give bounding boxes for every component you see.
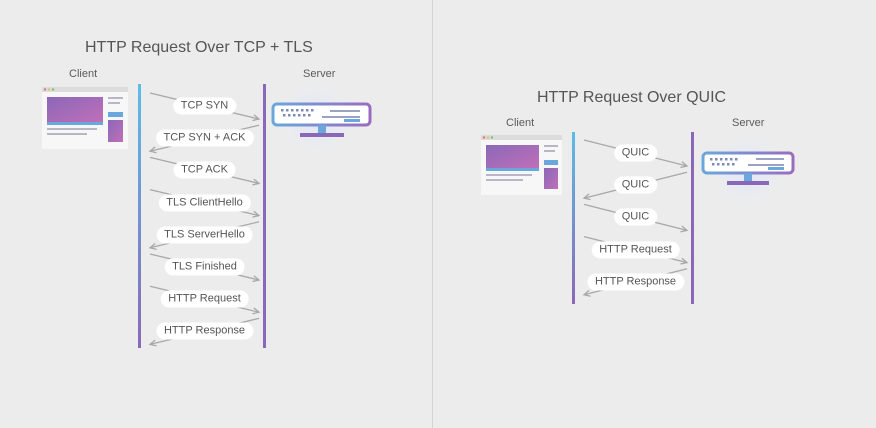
quic-arrowhead-3: [680, 225, 689, 233]
tcp-message-label: TCP SYN: [172, 97, 237, 115]
tcp-arrowhead-4: [252, 210, 261, 218]
quic-diagram-title: HTTP Request Over QUIC: [537, 89, 727, 106]
tcp-message-label: TLS ClientHello: [158, 194, 251, 212]
quic-arrowhead-2: [582, 193, 591, 201]
tcp-arrowhead-5: [148, 242, 157, 250]
tcp-client-lifeline: [138, 84, 141, 348]
quic-message-label: QUIC: [613, 144, 658, 162]
tcp-server-label: Server: [303, 68, 336, 80]
quic-message-label: QUIC: [613, 176, 658, 194]
quic-message-label: HTTP Request: [591, 241, 680, 259]
tcp-client-label: Client: [69, 68, 98, 80]
tcp-arrowhead-7: [252, 307, 261, 315]
quic-arrowhead-5: [582, 289, 591, 297]
browser-window-icon: [481, 135, 562, 195]
server-rack-icon: [701, 130, 795, 210]
tcp-diagram-title: HTTP Request Over TCP + TLS: [85, 39, 313, 56]
tcp-arrowhead-6: [252, 275, 261, 283]
tcp-arrowhead-3: [252, 178, 261, 186]
quic-server-label: Server: [732, 117, 765, 129]
server-rack-icon: [271, 79, 372, 159]
quic-arrowhead-4: [680, 257, 689, 265]
panel-divider: [432, 0, 433, 428]
quic-arrowhead-1: [680, 161, 689, 169]
quic-message-label: QUIC: [613, 208, 658, 226]
tcp-server-lifeline: [263, 84, 266, 348]
tcp-message-label: TLS ServerHello: [156, 226, 253, 244]
tcp-message-label: TCP SYN + ACK: [155, 129, 254, 147]
tcp-message-label: HTTP Response: [155, 322, 254, 340]
quic-client-label: Client: [506, 117, 535, 129]
tcp-message-label: TLS Finished: [164, 258, 245, 276]
quic-message-label: HTTP Response: [586, 273, 685, 291]
quic-server-lifeline: [691, 132, 694, 304]
tcp-arrowhead-8: [148, 339, 157, 347]
quic-client-lifeline: [572, 132, 575, 304]
tcp-tls-panel: HTTP Request Over TCP + TLS Client Serve…: [0, 0, 432, 428]
tcp-message-label: HTTP Request: [160, 290, 249, 308]
tcp-arrowhead-1: [252, 114, 261, 122]
browser-window-icon: [42, 87, 128, 149]
tcp-arrowhead-2: [148, 146, 157, 154]
tcp-message-label: TCP ACK: [173, 161, 236, 179]
